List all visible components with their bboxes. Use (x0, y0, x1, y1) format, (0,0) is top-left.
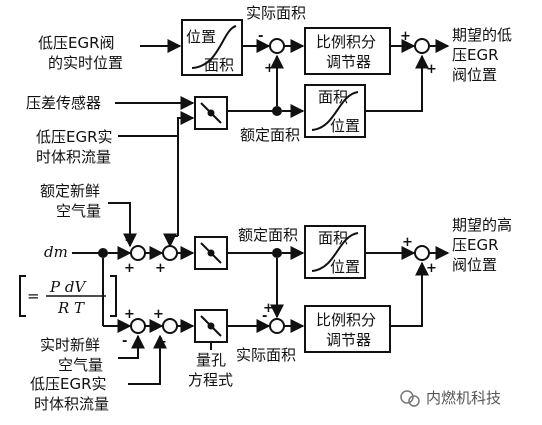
area-to-position-upper-bottom-label: 位置 (330, 117, 360, 135)
input-dp-sensor: 压差传感器 (26, 94, 101, 112)
summing-junction-lower-4 (162, 318, 178, 334)
position-to-area-bottom-label: 面积 (204, 56, 234, 74)
sign-plus-lower-out-a: + (402, 235, 413, 250)
area-to-position-curve-lower (311, 232, 359, 272)
input-realtime-fresh-air-line2: 空气量 (58, 356, 103, 374)
pi-upper-line2: 调节器 (326, 53, 371, 71)
pi-upper-line1: 比例积分 (316, 33, 376, 51)
arrow-flow-to-sum-lower-2 (163, 233, 178, 248)
label-actual-area-bottom: 实际面积 (236, 346, 296, 364)
sign-plus-lower-2: + (155, 261, 166, 276)
output-lp-line2: 压EGR (452, 46, 499, 64)
sign-minus-lower-3: - (122, 334, 127, 349)
pi-lower-line2: 调节器 (326, 331, 371, 349)
summing-junction-lower-5 (269, 318, 285, 334)
watermark: 内燃机科技 (400, 389, 501, 407)
orifice-pivot-lower (207, 249, 215, 257)
arrow-flow-to-orifice-upper (118, 111, 195, 137)
label-rated-area-upper: 额定面积 (240, 126, 300, 144)
formula-right-bracket (110, 275, 117, 317)
orifice-pivot-upper (207, 109, 215, 117)
position-to-area-top-label: 位置 (186, 28, 216, 46)
watermark-logo-icon (400, 390, 414, 404)
sign-plus-lower-4b: + (156, 335, 167, 350)
area-to-position-lower-bottom-label: 位置 (330, 258, 360, 276)
arrow-realtime-air-to-sum-lower-3 (118, 334, 145, 359)
orifice-block-upper (194, 96, 228, 130)
formula-left-bracket (19, 275, 26, 317)
summing-junction-upper-2 (414, 38, 430, 54)
input-lp-egr-volume-flow-top-line2: 时体积流量 (36, 148, 111, 166)
orifice-pivot-bottom (207, 322, 215, 330)
input-rated-fresh-air-line1: 额定新鲜 (40, 182, 100, 200)
sign-minus-lower-1: - (125, 233, 130, 248)
junction-rated-area-upper (272, 106, 282, 116)
label-orifice-eq-line1: 量孔 (196, 351, 226, 369)
output-hp-line3: 阀位置 (452, 256, 497, 274)
input-lp-egr-volume-flow-bottom-line1: 低压EGR实 (30, 375, 107, 393)
arrow-rated-air-to-sum-lower-1 (108, 202, 137, 248)
pi-controller-upper (304, 27, 391, 75)
watermark-logo-icon-2 (408, 395, 420, 407)
output-lp-line3: 阀位置 (452, 66, 497, 84)
input-lp-egr-volume-flow-top-line1: 低压EGR实 (36, 128, 113, 146)
input-realtime-fresh-air-line1: 实时新鲜 (40, 336, 100, 354)
sign-plus-upper-1: + (264, 61, 275, 76)
summing-junction-lower-1 (130, 245, 146, 261)
summing-junction-lower-out (414, 245, 430, 261)
sign-plus-lower-5: + (263, 301, 274, 316)
area-to-position-curve-upper (311, 91, 359, 131)
junction-dm (98, 248, 108, 258)
label-rated-area-lower: 额定面积 (238, 226, 298, 244)
position-to-area-curve (191, 25, 237, 69)
sign-plus-upper-2a: + (400, 29, 411, 44)
input-lp-egr-valve-position-line2: 的实时位置 (48, 54, 123, 72)
sign-plus-lower-4a: + (153, 307, 164, 322)
label-orifice-eq-line2: 方程式 (188, 371, 233, 389)
formula-numerator: P dV (49, 278, 87, 296)
sign-plus-upper-2b: + (426, 62, 437, 77)
input-rated-fresh-air-line2: 空气量 (56, 202, 101, 220)
pi-lower-line1: 比例积分 (316, 311, 376, 329)
formula-denominator: R T (57, 299, 85, 317)
arrow-feedforward-to-output-sum-upper (365, 54, 429, 112)
output-lp-line1: 期望的低 (452, 26, 512, 44)
sign-plus-lower-out-b: + (426, 261, 437, 276)
arrow-flow-bottom-to-sum-lower-4 (128, 334, 167, 385)
input-lp-egr-volume-flow-bottom-line2: 时体积流量 (34, 395, 109, 413)
junction-rated-area-lower (272, 248, 282, 258)
watermark-text: 内燃机科技 (426, 389, 501, 407)
formula-equals: = (27, 287, 40, 305)
input-lp-egr-valve-position-line1: 低压EGR阀 (38, 34, 115, 52)
sign-plus-lower-1: + (124, 261, 135, 276)
label-actual-area-top: 实际面积 (246, 4, 306, 22)
sign-minus-upper-1: - (258, 29, 263, 44)
output-hp-line1: 期望的高 (452, 216, 512, 234)
input-dm: dm (44, 243, 68, 261)
output-hp-line2: 压EGR (452, 236, 499, 254)
sign-minus-lower-5: - (262, 309, 267, 324)
area-to-position-lower-top-label: 面积 (318, 229, 348, 247)
summing-junction-upper-1 (269, 38, 285, 54)
sign-plus-lower-3: + (124, 307, 135, 322)
summing-junction-lower-2 (162, 245, 178, 261)
pi-controller-lower (304, 305, 391, 353)
area-to-position-upper-top-label: 面积 (318, 88, 348, 106)
arrow-pi-lower-to-output-sum (390, 261, 429, 327)
